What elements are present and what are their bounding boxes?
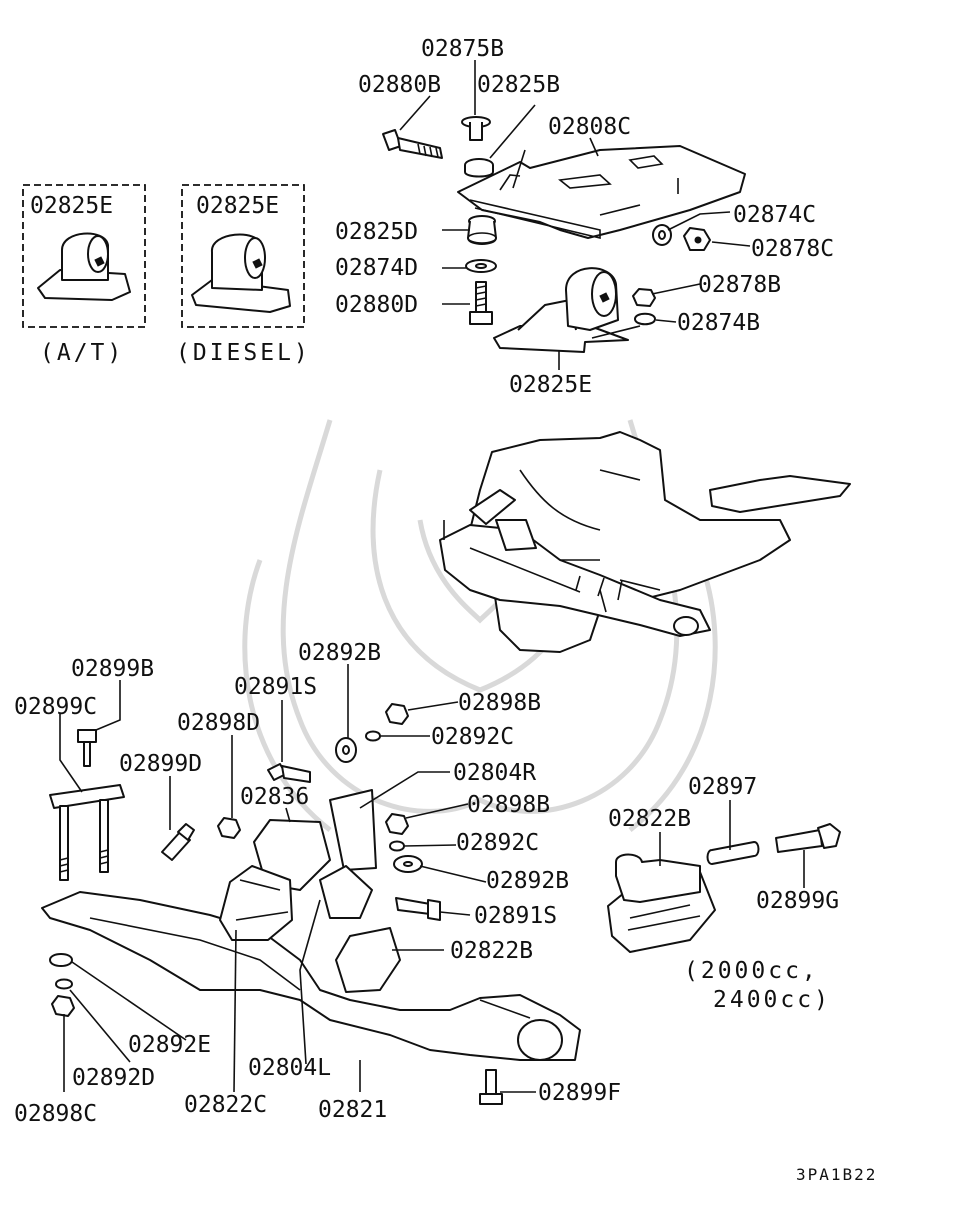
label-02899D: 02899D <box>119 751 202 777</box>
label-02878B: 02878B <box>698 272 781 298</box>
label-02821: 02821 <box>318 1097 387 1123</box>
label-02822C: 02822C <box>184 1092 267 1118</box>
label-02891S-mid: 02891S <box>474 903 557 929</box>
label-02804L: 02804L <box>248 1055 331 1081</box>
label-02891S-top: 02891S <box>234 674 317 700</box>
right-mount-variant <box>607 823 841 953</box>
label-02892C-mid: 02892C <box>456 830 539 856</box>
label-02878C: 02878C <box>751 236 834 262</box>
label-02898B-mid: 02898B <box>467 792 550 818</box>
top-mount-assembly <box>382 116 746 353</box>
inset-at: 02825E (A/T) <box>22 184 146 366</box>
label-02899B: 02899B <box>71 656 154 682</box>
inset-at-caption: (A/T) <box>40 340 124 366</box>
inset-diesel-part-label: 02825E <box>196 193 279 219</box>
label-02898B-top: 02898B <box>458 690 541 716</box>
label-02874C: 02874C <box>733 202 816 228</box>
label-02808C: 02808C <box>548 114 631 140</box>
inset-diesel-caption: (DIESEL) <box>176 340 311 366</box>
diagram-code: 3PA1B22 <box>796 1165 877 1184</box>
label-02825E: 02825E <box>509 372 592 398</box>
label-02899F: 02899F <box>538 1080 621 1106</box>
label-02836: 02836 <box>240 784 309 810</box>
label-02898C: 02898C <box>14 1101 97 1127</box>
engine-transmission-overview <box>439 431 851 653</box>
crossmember-assembly <box>41 703 581 1105</box>
label-02897: 02897 <box>688 774 757 800</box>
label-02874D: 02874D <box>335 255 418 281</box>
label-02825B: 02825B <box>477 72 560 98</box>
variant-note-line2: 2400cc) <box>713 987 831 1013</box>
inset-at-part-label: 02825E <box>30 193 113 219</box>
label-02892C-top: 02892C <box>431 724 514 750</box>
label-02822B-mid: 02822B <box>450 938 533 964</box>
label-02892D: 02892D <box>72 1065 155 1091</box>
label-02822B-right: 02822B <box>608 806 691 832</box>
label-02899C: 02899C <box>14 694 97 720</box>
label-02804R: 02804R <box>453 760 536 786</box>
label-02898D: 02898D <box>177 710 260 736</box>
label-02899G: 02899G <box>756 888 839 914</box>
label-02892B-mid: 02892B <box>486 868 569 894</box>
label-02892B-top: 02892B <box>298 640 381 666</box>
label-02825D: 02825D <box>335 219 418 245</box>
leader-lines <box>59 60 805 1093</box>
variant-note-line1: (2000cc, <box>684 958 819 984</box>
label-02880D: 02880D <box>335 292 418 318</box>
label-02874B: 02874B <box>677 310 760 336</box>
label-02892E: 02892E <box>128 1032 211 1058</box>
label-02880B: 02880B <box>358 72 441 98</box>
inset-diesel: 02825E (DIESEL) <box>176 184 311 366</box>
label-02875B: 02875B <box>421 36 504 62</box>
part-labels: 02875B 02880B 02825B 02808C 02825D 02874… <box>14 36 877 1184</box>
